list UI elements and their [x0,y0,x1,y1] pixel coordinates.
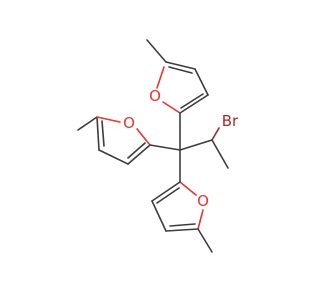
furan-ring-left [77,116,151,165]
bond-c3-c2-top [179,94,209,114]
bond-c4-c5-bottom [165,228,199,232]
bond-c4-c5-bottom-inner [169,223,196,227]
bond-c-methyl-chain [211,139,229,169]
bond-c5-c4-top-inner [168,66,193,74]
bond-o-c5-top [156,66,165,89]
molecule-structure: O O O Br [77,39,239,253]
bond-c2-c3-bottom [151,181,181,202]
methyl-bond-left [77,116,98,131]
oxygen-label-bottom: O [197,192,209,210]
bond-c5-c4-top [165,61,196,70]
furan-ring-bottom [151,181,213,253]
bond-c2-c3-bottom-inner [156,187,180,204]
bond-c5-o-bottom [197,209,204,230]
bond-o-c2-bottom [179,181,197,196]
oxygen-label-top: O [149,87,161,105]
bond-c4-c3-top [194,68,209,96]
bond-center-to-left-ring [149,144,181,151]
bromoethyl-chain [211,127,229,169]
bond-c2-o-left [136,128,151,146]
furan-ring-top [146,39,209,114]
bond-o-c5-left [96,116,121,123]
bond-c4-c3-left [98,149,129,165]
methyl-bond-bottom [197,228,213,253]
bromine-label: Br [222,112,239,130]
bond-c2-o-top [162,101,181,114]
bond-c5-c4-left-inner [101,120,105,147]
bond-c5-c4-left [96,116,100,151]
bond-c3-c2-left [127,144,151,165]
bond-c3-c2-left-inner [127,142,146,159]
methyl-bond-top [146,39,167,63]
central-carbon-bonds [149,112,213,183]
oxygen-label-left: O [123,114,135,132]
bond-c3-c2-top-inner [180,93,204,109]
bond-center-to-chbr [179,139,213,151]
bond-c-br [211,127,220,141]
bond-c3-c4-bottom [151,200,167,232]
